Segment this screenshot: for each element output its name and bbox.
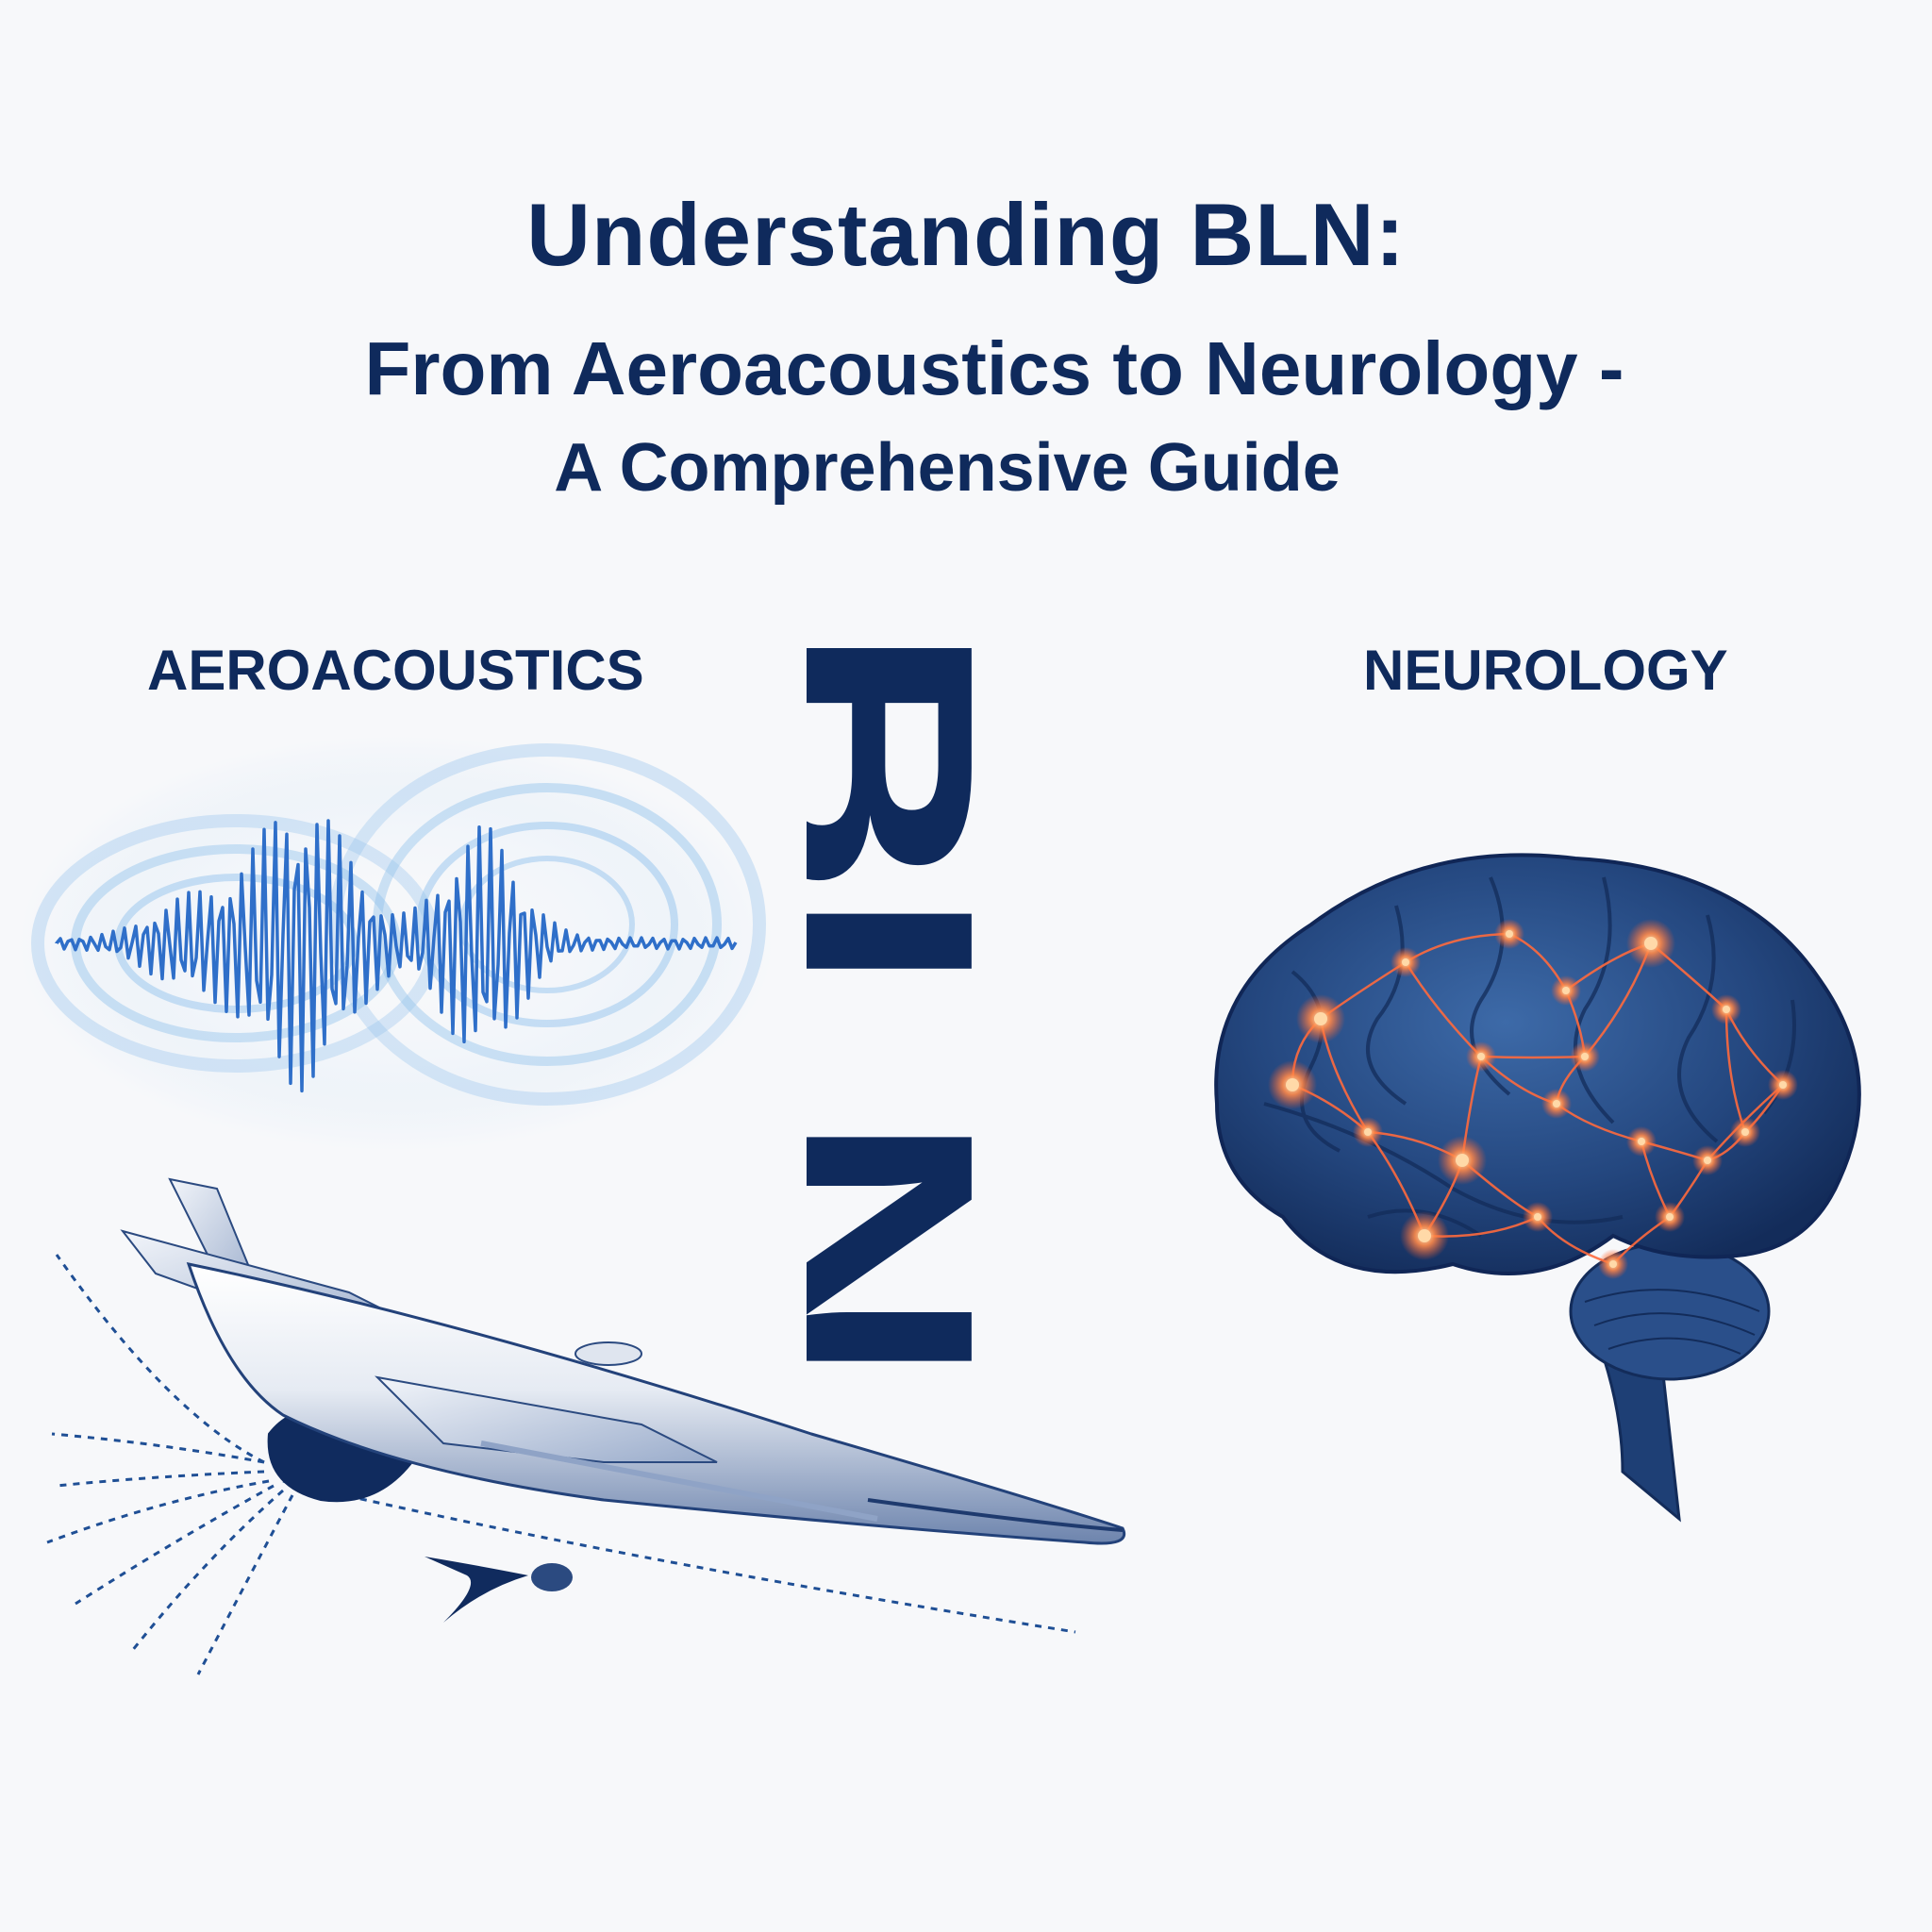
- neuron-core: [1581, 1053, 1589, 1060]
- small-drone-icon: [425, 1557, 573, 1623]
- title-line-1: Understanding BLN:: [526, 185, 1406, 284]
- neuron-core: [1704, 1157, 1711, 1164]
- neuron-core: [1534, 1213, 1541, 1221]
- jet-body: [120, 1177, 1126, 1545]
- neuron-core: [1666, 1213, 1674, 1221]
- neuron-core: [1402, 958, 1409, 966]
- neuron-core: [1562, 987, 1570, 994]
- sound-wave-illustration: [19, 736, 774, 1151]
- bln-vertical-text: BLN: [807, 623, 1040, 1377]
- neuron-core: [1638, 1138, 1645, 1145]
- neuron-core: [1418, 1229, 1431, 1242]
- neurology-label: NEUROLOGY: [1363, 639, 1728, 702]
- neuron-nodes: [1268, 919, 1798, 1279]
- title-line-2: From Aeroacoustics to Neurology -: [364, 326, 1624, 410]
- title-line-3: A Comprehensive Guide: [554, 430, 1341, 506]
- neuron-core: [1456, 1154, 1469, 1167]
- neuron-core: [1723, 1006, 1730, 1013]
- aeroacoustics-label: AEROACOUSTICS: [147, 639, 644, 702]
- neuron-core: [1644, 937, 1657, 950]
- neuron-core: [1779, 1081, 1787, 1089]
- neuron-core: [1314, 1012, 1327, 1025]
- bln-text: BLN: [807, 623, 1040, 1377]
- neuron-core: [1506, 930, 1513, 938]
- neuron-core: [1286, 1078, 1299, 1091]
- jet-aircraft-illustration: [46, 1177, 1126, 1675]
- airflow-lines: [46, 1254, 1076, 1675]
- neuron-core: [1553, 1100, 1560, 1108]
- neuron-core: [1609, 1260, 1617, 1268]
- neuron-core: [1477, 1053, 1485, 1060]
- title-block: Understanding BLN: From Aeroacoustics to…: [0, 0, 1932, 528]
- neuron-core: [1364, 1128, 1372, 1136]
- neural-link: [1480, 1055, 1586, 1059]
- sound-waveform: [55, 819, 738, 1093]
- neural-brain-illustration: [1214, 853, 1861, 1523]
- neuron-core: [1741, 1128, 1749, 1136]
- brain-shape: [1214, 853, 1861, 1523]
